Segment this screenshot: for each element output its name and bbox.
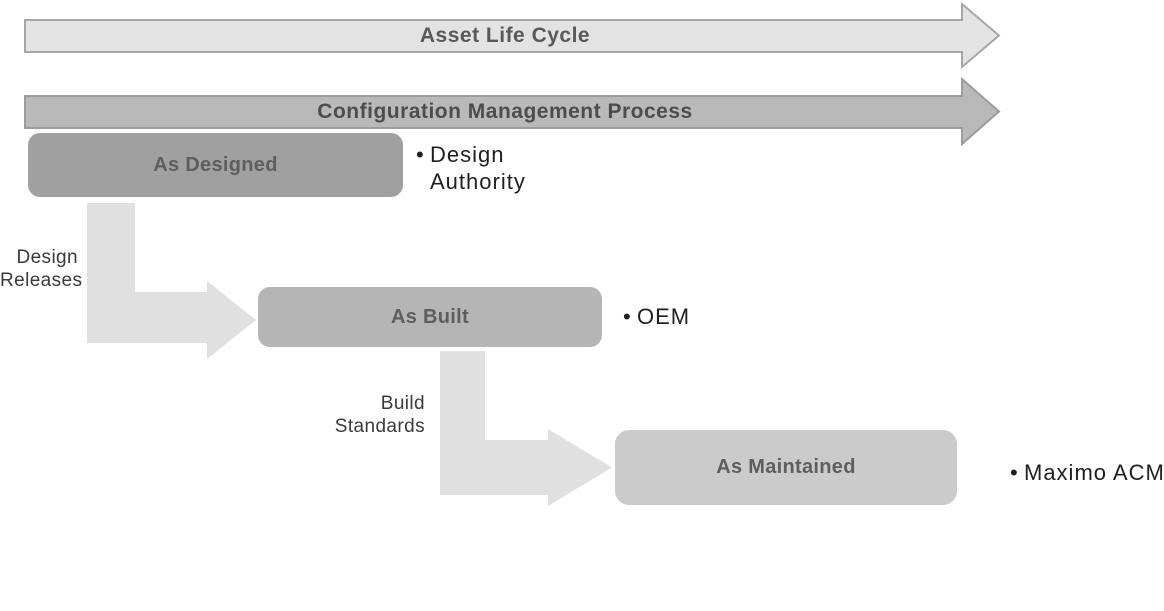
stage-box-as-built — [258, 287, 602, 347]
elbow-arrow-design-releases — [87, 203, 256, 359]
annotation-line: OEM — [637, 304, 691, 329]
connector-label-design-releases: Design Releases — [0, 246, 83, 292]
annotation-line: Design — [430, 142, 505, 167]
bullet-icon: • — [1010, 460, 1019, 485]
stage-label-as-designed: As Designed — [153, 153, 278, 176]
annotation-maximo-acm: • Maximo ACM — [1010, 459, 1164, 486]
stage-box-as-designed — [28, 133, 403, 197]
stage-label-as-maintained: As Maintained — [716, 456, 856, 478]
connector-label-line: Design — [16, 247, 78, 268]
connector-label-line: Build — [380, 393, 425, 414]
bullet-icon: • — [416, 142, 425, 167]
bullet-icon: • — [623, 304, 632, 329]
connector-label-line: Standards — [334, 416, 425, 437]
elbow-arrow-build-standards — [440, 351, 612, 506]
banner-label-configuration-management: Configuration Management Process — [317, 100, 693, 123]
connector-label-build-standards: Build Standards — [285, 392, 425, 438]
banner-arrow-asset-life-cycle — [24, 1, 1001, 70]
connector-label-line: Releases — [0, 270, 83, 291]
annotation-design-authority: • Design Authority — [416, 141, 526, 195]
annotation-oem: • OEM — [623, 303, 691, 330]
stage-box-as-maintained — [615, 430, 957, 505]
banner-arrow-configuration-management — [24, 76, 1001, 147]
annotation-line: Maximo ACM — [1024, 460, 1164, 485]
banner-label-asset-life-cycle: Asset Life Cycle — [419, 24, 591, 47]
stage-label-as-built: As Built — [391, 305, 469, 328]
annotation-line: Authority — [430, 169, 526, 194]
